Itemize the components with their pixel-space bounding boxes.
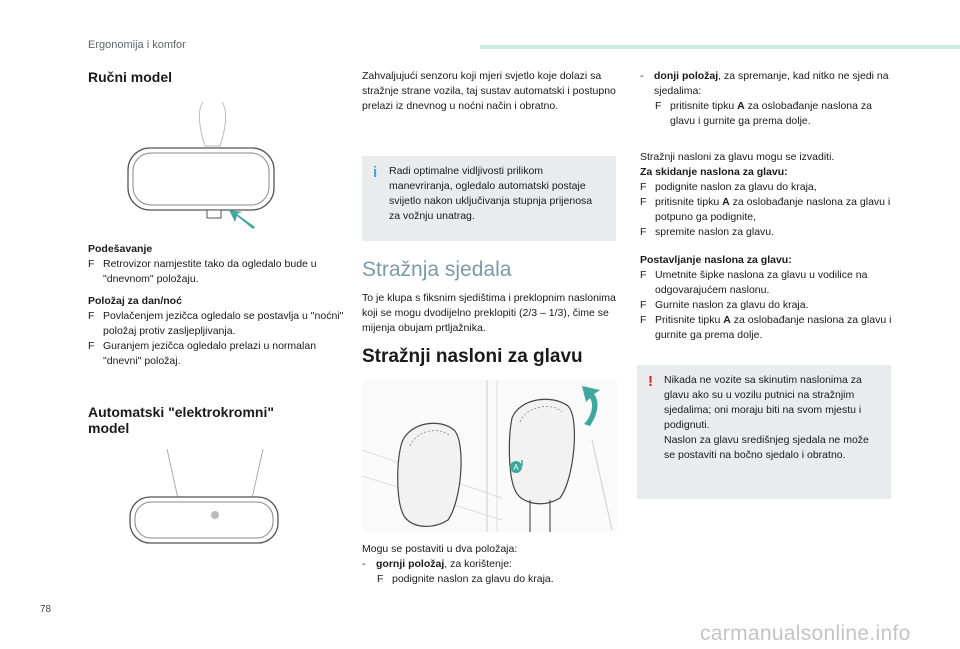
bullet-icon: F [655,100,662,112]
upper-position-item: -gornji položaj, za korištenje: [362,558,512,570]
bullet-icon: F [640,181,647,193]
warning-icon: ! [648,373,653,390]
auto-mirror-illustration [129,448,279,544]
bullet-icon: F [640,226,647,238]
rear-seats-text: To je klupa s fiksnim sjedištima i prekl… [362,292,616,334]
warning-text-1: Nikada ne vozite sa skinutim naslonima z… [664,374,862,431]
remove-title: Za skidanje naslona za glavu: [640,166,788,178]
bullet-icon: F [88,340,95,352]
info-box-text: Radi optimalne vidljivosti prilikom mane… [389,165,593,222]
manual-mirror-illustration [127,101,275,229]
rear-seats-title: Stražnja sjedala [362,258,512,281]
adjust-title: Podešavanje [88,243,153,255]
bullet-icon: F [377,573,384,585]
page-number: 78 [40,604,52,615]
watermark: carmanualsonline.info [700,622,911,645]
bullet-icon: F [640,269,647,281]
info-box: i Radi optimalne vidljivosti prilikom ma… [362,156,616,241]
info-icon: i [373,164,378,181]
warning-box: ! Nikada ne vozite sa skinutim naslonima… [637,365,891,499]
manual-model-title: Ručni model [88,69,173,85]
rear-headrests-title: Stražnji nasloni za glavu [362,346,583,367]
figure-label-a: A [513,463,519,472]
header-accent-bar [480,45,960,49]
auto-model-title: Automatski "elektrokromni"model [88,404,274,436]
bullet-icon: F [640,299,647,311]
daynight-title: Položaj za dan/noć [88,295,182,307]
bullet-icon: F [640,196,647,208]
bullet-icon: F [88,310,95,322]
install-title: Postavljanje naslona za glavu: [640,254,792,266]
removable-text: Stražnji nasloni za glavu mogu se izvadi… [640,151,835,163]
lower-position-item: -donji položaj, za spremanje, kad nitko … [640,70,889,97]
bullet-icon: F [88,258,95,270]
auto-intro-text: Zahvaljujući senzoru koji mjeri svjetlo … [362,70,616,112]
bullet-icon: F [640,314,647,326]
warning-text-2: Naslon za glavu središnjeg sjedala ne mo… [664,434,869,461]
headrest-illustration: A [362,380,617,532]
section-header: Ergonomija i komfor [88,39,186,51]
positions-intro: Mogu se postaviti u dva položaja: [362,543,518,555]
